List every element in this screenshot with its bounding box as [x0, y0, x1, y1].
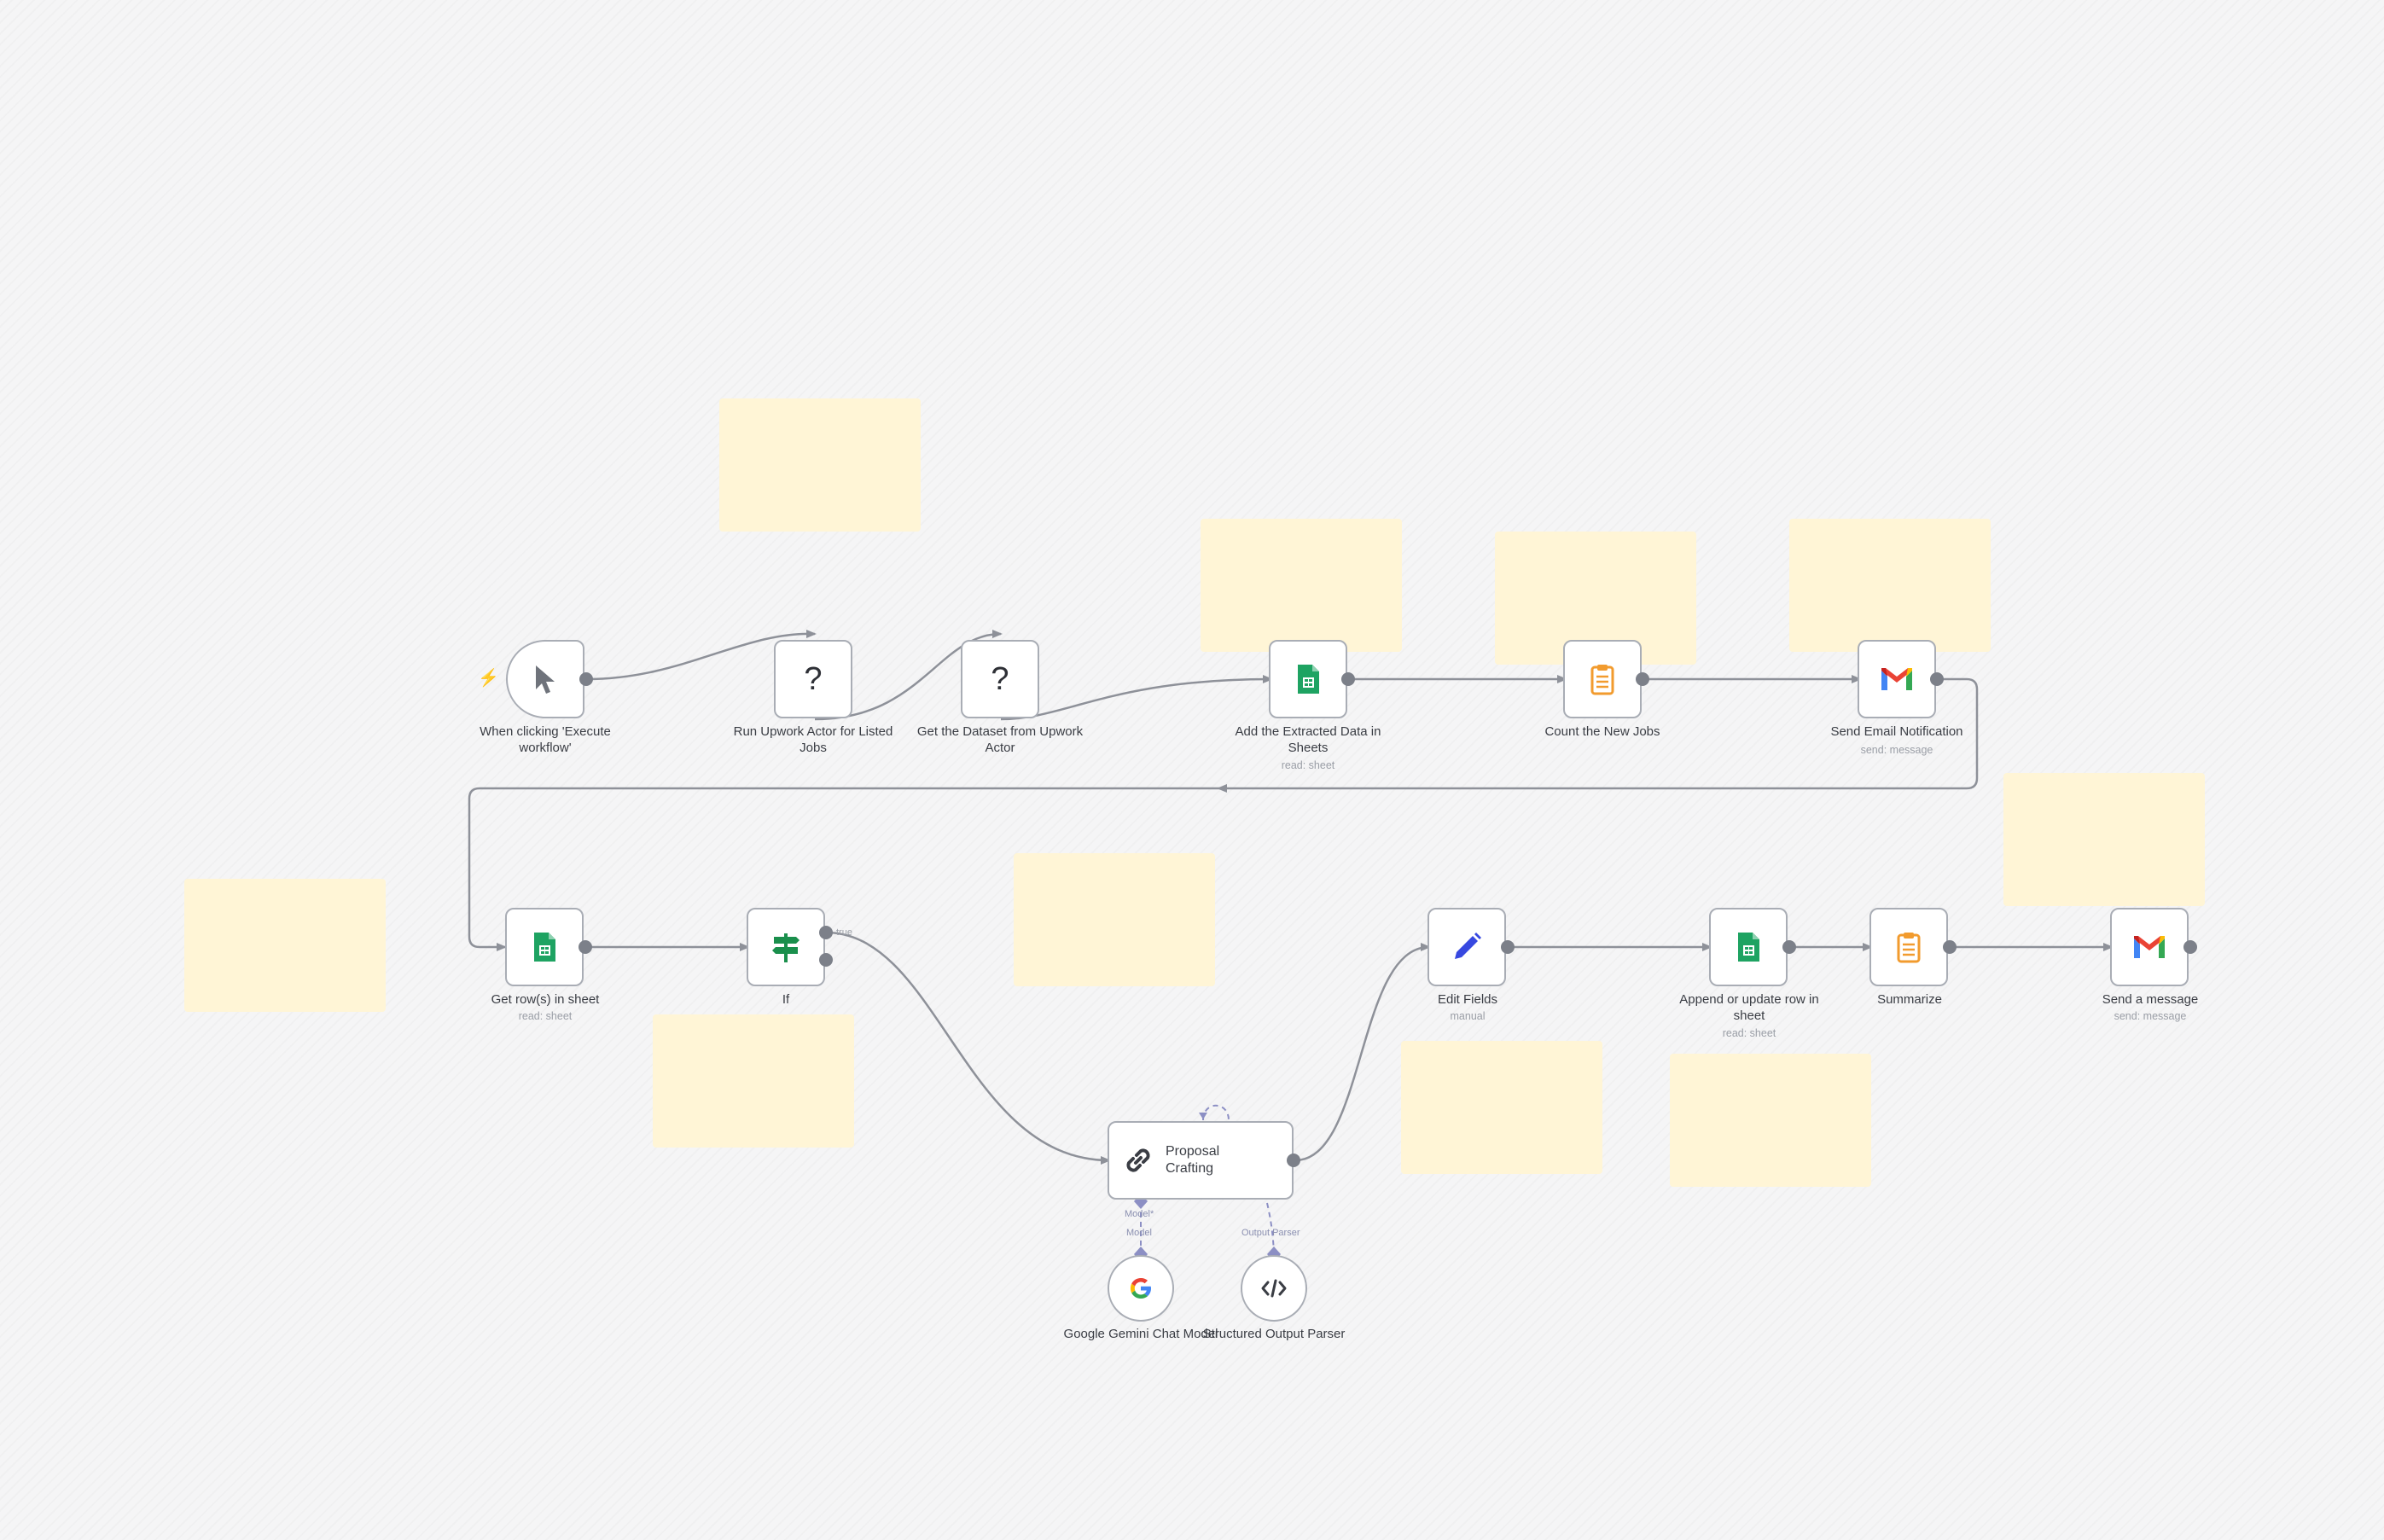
- connection-trigger-run: [586, 632, 816, 681]
- node-structured-output-parser[interactable]: [1241, 1255, 1307, 1322]
- node-get-dataset[interactable]: ?: [961, 640, 1039, 718]
- node-send-email-notification[interactable]: [1858, 640, 1936, 718]
- output-port[interactable]: [579, 672, 593, 686]
- parser-connector-label: Output Parser: [1241, 1228, 1300, 1238]
- node-if[interactable]: [747, 908, 825, 986]
- gmail-icon: [2134, 936, 2165, 958]
- node-sublabel: read: sheet: [1722, 1027, 1776, 1039]
- model-connector-label: Model*: [1125, 1209, 1154, 1219]
- google-sheets-icon: [1738, 933, 1759, 962]
- sticky-note[interactable]: [1014, 853, 1215, 986]
- node-get-rows[interactable]: [505, 908, 584, 986]
- google-sheets-icon: [534, 933, 555, 962]
- link-icon: [1126, 1148, 1150, 1172]
- node-sublabel: read: sheet: [518, 1010, 573, 1022]
- connection-if-proposal: [825, 931, 1110, 1162]
- connection-get-add: [1000, 677, 1272, 721]
- connection-email-getrows: [468, 677, 1979, 949]
- sticky-note[interactable]: [1670, 1054, 1871, 1187]
- node-add-extracted-data[interactable]: [1269, 640, 1347, 718]
- output-port-false[interactable]: [819, 953, 833, 967]
- gmail-icon: [1881, 668, 1912, 690]
- question-icon: ?: [991, 660, 1009, 697]
- google-icon: [1131, 1278, 1151, 1299]
- connection-proposal-edit: [1294, 945, 1430, 1162]
- node-label: Google Gemini Chat Model: [1063, 1327, 1218, 1341]
- node-send-message[interactable]: [2110, 908, 2189, 986]
- node-label: Get the Dataset from Upwork Actor: [916, 724, 1084, 755]
- node-label: Append or update row in sheet: [1679, 992, 1819, 1023]
- sticky-note[interactable]: [653, 1014, 854, 1148]
- connection-run-get: [814, 632, 1002, 721]
- cursor-icon: [536, 665, 555, 694]
- node-label: Summarize: [1877, 992, 1942, 1007]
- output-port[interactable]: [1943, 940, 1957, 954]
- sticky-note[interactable]: [1789, 519, 1991, 652]
- google-sheets-icon: [1298, 665, 1319, 694]
- pencil-icon: [1455, 933, 1481, 959]
- output-port[interactable]: [1501, 940, 1515, 954]
- sticky-note[interactable]: [719, 398, 921, 532]
- node-append-update-row[interactable]: [1709, 908, 1788, 986]
- node-label: Send a message: [2102, 992, 2199, 1007]
- sticky-note[interactable]: [1201, 519, 1402, 652]
- true-branch-label: true: [836, 927, 852, 938]
- output-port[interactable]: [1287, 1154, 1300, 1167]
- node-label: Add the Extracted Data in Sheets: [1235, 724, 1381, 755]
- node-label: Send Email Notification: [1830, 724, 1963, 739]
- node-summarize[interactable]: [1869, 908, 1948, 986]
- node-label: Edit Fields: [1437, 992, 1498, 1007]
- node-gemini-chat-model[interactable]: [1108, 1255, 1174, 1322]
- node-sublabel: send: message: [1860, 744, 1933, 756]
- node-run-upwork-actor[interactable]: ?: [774, 640, 852, 718]
- node-trigger[interactable]: [506, 640, 584, 718]
- output-port[interactable]: [2183, 940, 2197, 954]
- sticky-note[interactable]: [1401, 1041, 1602, 1174]
- output-port[interactable]: [579, 940, 592, 954]
- node-sublabel: manual: [1450, 1010, 1486, 1022]
- node-sublabel: send: message: [2114, 1010, 2187, 1022]
- node-edit-fields[interactable]: [1427, 908, 1506, 986]
- node-label: Get row(s) in sheet: [491, 992, 600, 1007]
- output-port[interactable]: [1782, 940, 1796, 954]
- node-title: Proposal Crafting: [1166, 1144, 1220, 1176]
- node-label: If: [782, 992, 790, 1007]
- clipboard-icon: [1897, 933, 1921, 963]
- output-port[interactable]: [1930, 672, 1944, 686]
- node-label: Count the New Jobs: [1544, 724, 1660, 739]
- node-label: Run Upwork Actor for Listed Jobs: [733, 724, 893, 755]
- model-connector-sublabel: Model: [1126, 1228, 1152, 1238]
- node-label: Structured Output Parser: [1202, 1327, 1346, 1341]
- node-proposal-crafting[interactable]: Proposal Crafting: [1108, 1121, 1294, 1200]
- sticky-note[interactable]: [184, 879, 386, 1012]
- code-icon: [1261, 1279, 1287, 1298]
- sticky-note[interactable]: [2003, 773, 2205, 906]
- output-port[interactable]: [1341, 672, 1355, 686]
- node-sublabel: read: sheet: [1281, 759, 1335, 771]
- output-port[interactable]: [1636, 672, 1649, 686]
- output-port-true[interactable]: [819, 926, 833, 939]
- signpost-icon: [772, 933, 800, 962]
- question-icon: ?: [804, 660, 823, 697]
- trigger-bolt-icon: ⚡: [478, 669, 499, 688]
- node-count-new-jobs[interactable]: [1563, 640, 1642, 718]
- node-label: When clicking 'Execute workflow': [480, 724, 611, 755]
- clipboard-icon: [1590, 665, 1614, 695]
